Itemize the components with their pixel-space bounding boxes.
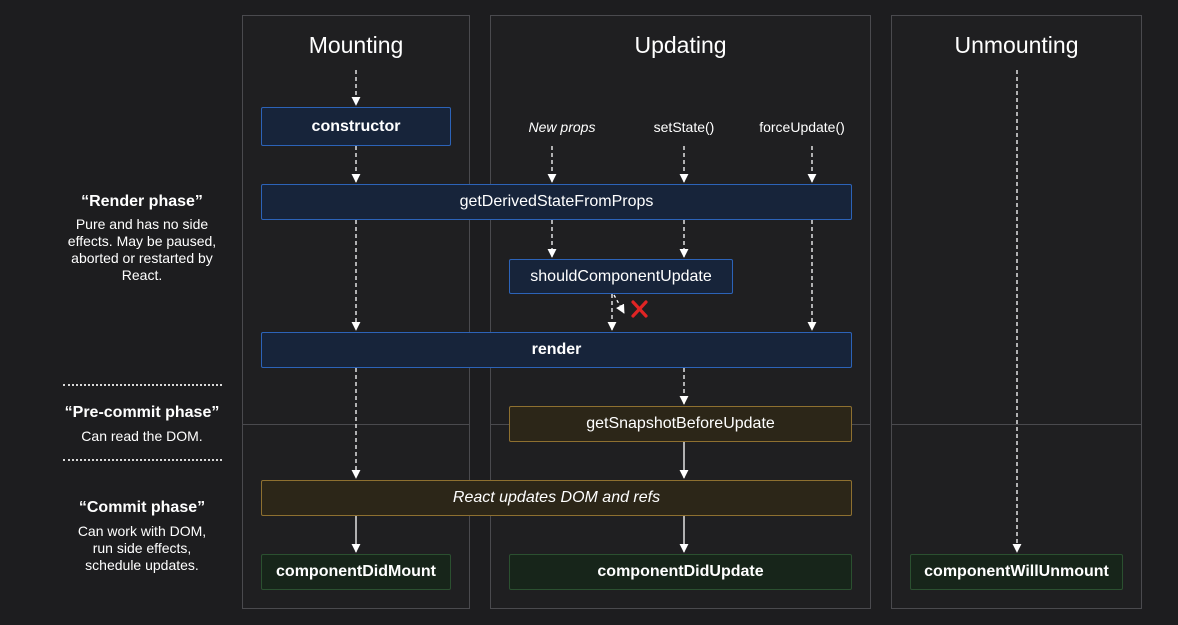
commit-boundary-unmounting — [892, 424, 1141, 425]
commit-phase-description: Can work with DOM, run side effects, sch… — [77, 523, 207, 573]
force-update-trigger: forceUpdate() — [759, 119, 845, 135]
render-phase-description: Pure and has no side effects. May be pau… — [67, 216, 217, 283]
get-derived-state-box: getDerivedStateFromProps — [261, 184, 852, 220]
should-component-update-box: shouldComponentUpdate — [509, 259, 733, 294]
precommit-phase-title: “Pre-commit phase” — [64, 404, 220, 421]
get-snapshot-box: getSnapshotBeforeUpdate — [509, 406, 852, 442]
set-state-trigger: setState() — [653, 119, 715, 135]
constructor-box: constructor — [261, 107, 451, 146]
component-will-unmount-box: componentWillUnmount — [910, 554, 1123, 590]
render-box: render — [261, 332, 852, 368]
unmounting-title: Unmounting — [954, 32, 1079, 58]
mounting-title: Mounting — [308, 32, 404, 58]
precommit-phase-description: Can read the DOM. — [81, 428, 203, 444]
arrow-should-update-cancel — [613, 294, 625, 314]
component-did-update-box: componentDidUpdate — [509, 554, 852, 590]
commit-phase-title: “Commit phase” — [78, 499, 206, 516]
render-phase-title: “Render phase” — [81, 193, 203, 210]
react-updates-dom-box: React updates DOM and refs — [261, 480, 852, 516]
updating-title: Updating — [634, 32, 727, 58]
new-props-trigger: New props — [528, 119, 596, 135]
precommit-commit-divider — [63, 459, 222, 461]
x-mark-icon — [631, 300, 648, 318]
render-precommit-divider — [63, 384, 222, 386]
component-did-mount-box: componentDidMount — [261, 554, 451, 590]
